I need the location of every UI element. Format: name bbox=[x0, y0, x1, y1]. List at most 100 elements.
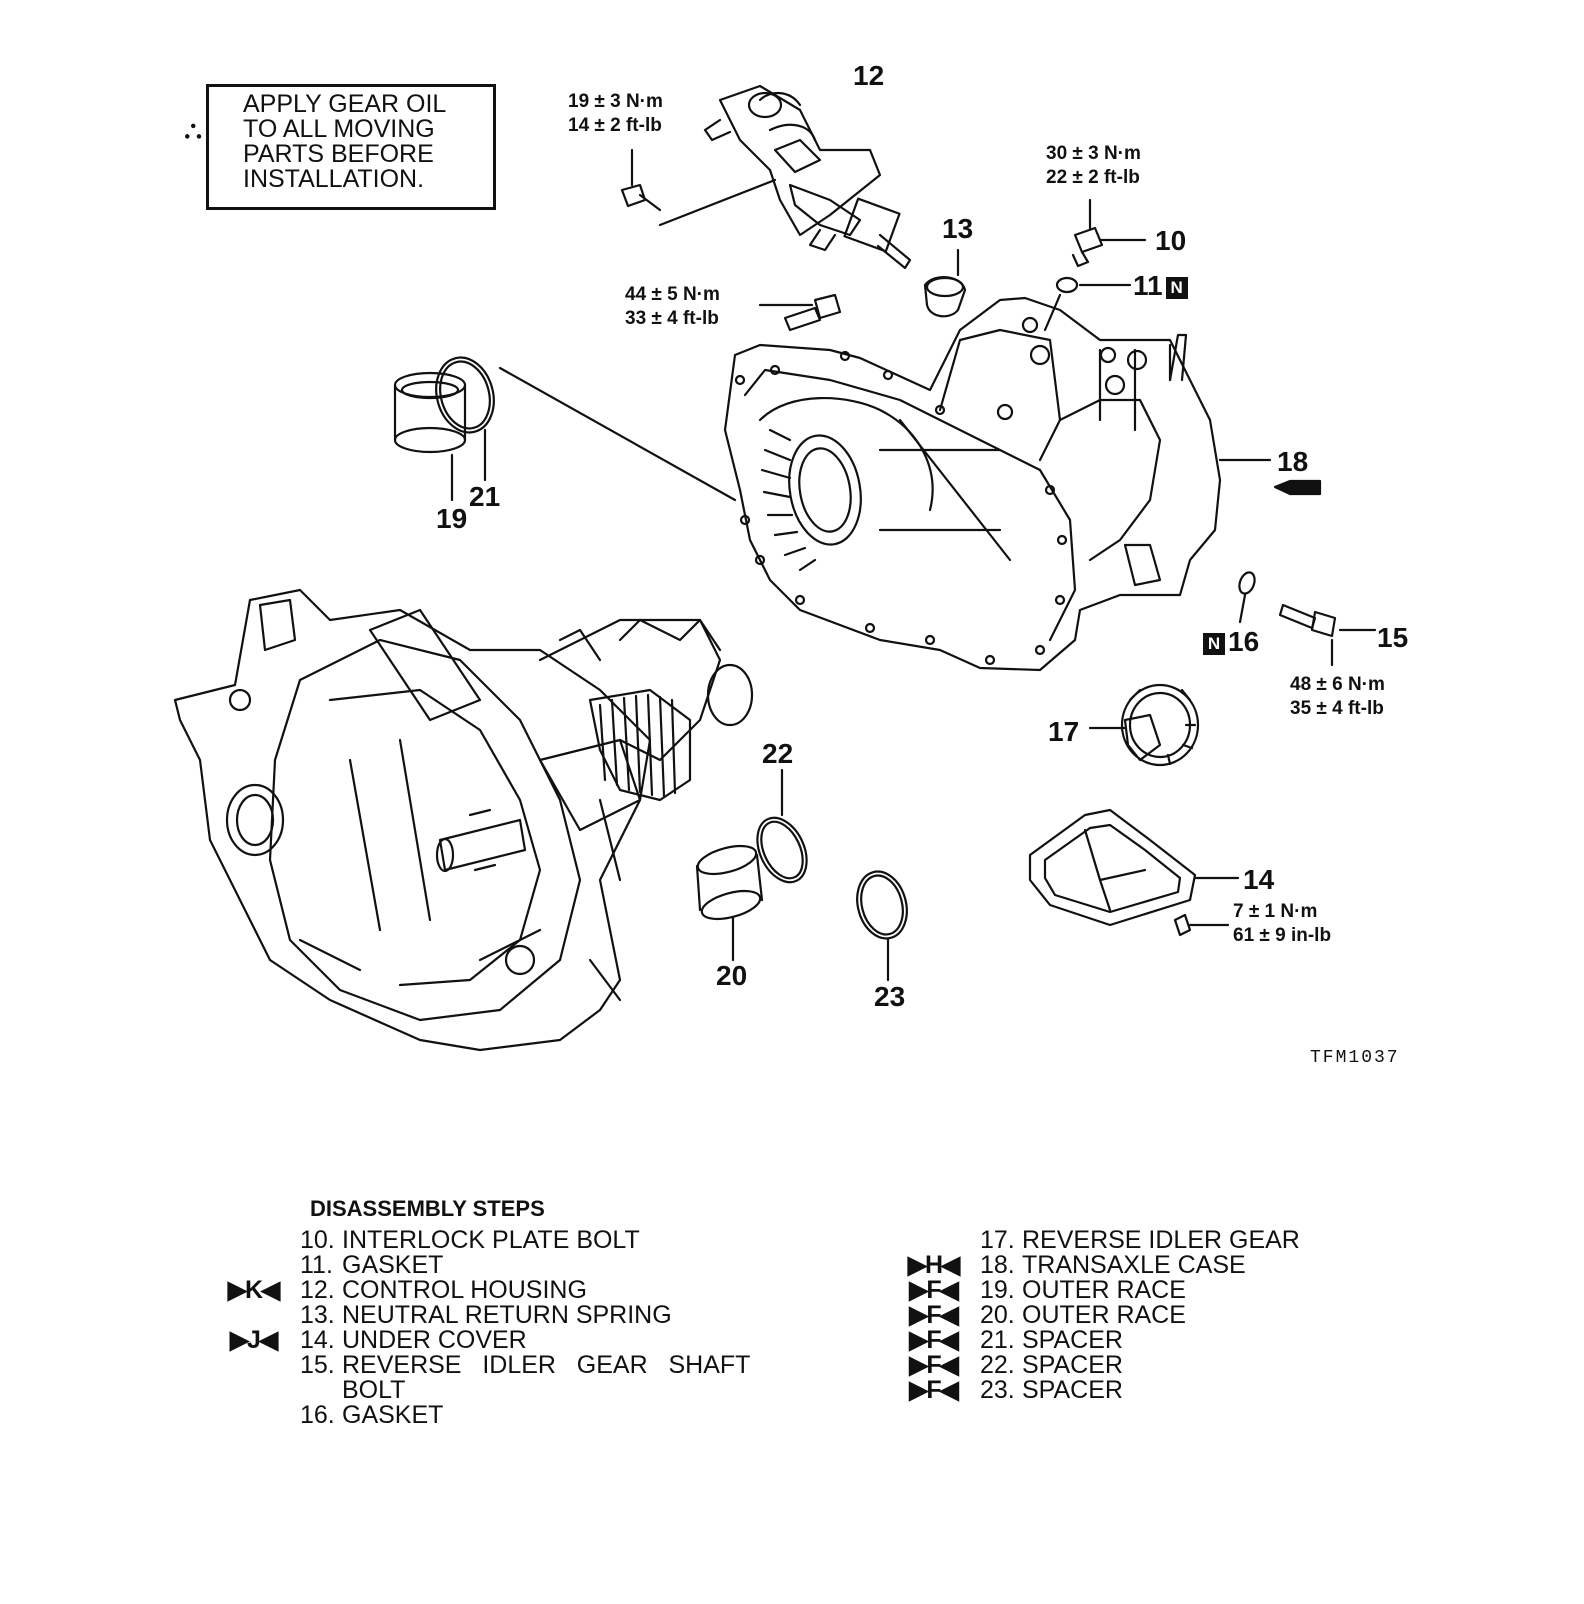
step-mark: ▶F◀ bbox=[909, 1351, 959, 1379]
gasket-16-part bbox=[1238, 571, 1256, 624]
step-text: CONTROL HOUSING bbox=[342, 1276, 587, 1304]
callout-19: 19 bbox=[436, 503, 468, 534]
torque-nm: 19 ± 3 N·m bbox=[568, 91, 663, 112]
gasket-11-part bbox=[1043, 276, 1132, 332]
torque-spec-interlock-plate-bolt: 30 ± 3 N·m 22 ± 2 ft-lb bbox=[1046, 142, 1141, 190]
torque-nm: 30 ± 3 N·m bbox=[1046, 143, 1141, 164]
torque-ftlb: 33 ± 4 ft-lb bbox=[625, 308, 719, 329]
new-part-badge: N bbox=[1203, 632, 1225, 655]
step-text: BOLT bbox=[342, 1376, 406, 1404]
step-item: 15.REVERSE IDLER GEAR SHAFT bbox=[300, 1353, 750, 1378]
torque-nm: 44 ± 5 N·m bbox=[625, 284, 720, 305]
spacer-22-part bbox=[756, 768, 808, 884]
step-mark: ▶F◀ bbox=[909, 1376, 959, 1404]
step-number: 13. bbox=[300, 1301, 335, 1329]
callout-23: 23 bbox=[874, 981, 906, 1012]
step-number: 20. bbox=[980, 1301, 1015, 1329]
outer-race-19-part bbox=[393, 371, 467, 502]
step-item: 13.NEUTRAL RETURN SPRING bbox=[300, 1303, 750, 1328]
step-number: 17. bbox=[980, 1226, 1015, 1254]
note-line: INSTALLATION. bbox=[243, 165, 425, 193]
torque-nm: 48 ± 6 N·m bbox=[1290, 674, 1385, 695]
callout-18: 18 bbox=[1277, 446, 1309, 477]
oil-can-icon: ⛬ bbox=[184, 114, 203, 144]
torque-spec-case-bolt: 44 ± 5 N·m 33 ± 4 ft-lb bbox=[625, 283, 720, 331]
step-text: SPACER bbox=[1022, 1376, 1123, 1404]
step-mark: ▶J◀ bbox=[229, 1326, 278, 1354]
callout-10: 10 bbox=[1155, 225, 1187, 256]
step-text: REVERSE IDLER GEAR bbox=[1022, 1226, 1300, 1254]
step-number: 14. bbox=[300, 1326, 335, 1354]
steps-list-left: 10.INTERLOCK PLATE BOLT 11. GASKET ▶K◀ 12.… bbox=[228, 1228, 751, 1428]
step-text: NEUTRAL RETURN SPRING bbox=[342, 1301, 672, 1329]
step-number: 21. bbox=[980, 1326, 1015, 1354]
steps-title: DISASSEMBLY STEPS bbox=[310, 1196, 545, 1221]
step-mark: ▶K◀ bbox=[227, 1276, 281, 1304]
callout-20: 20 bbox=[716, 960, 748, 991]
step-number: 10. bbox=[300, 1226, 335, 1254]
step-text: OUTER RACE bbox=[1022, 1276, 1186, 1304]
note-line: TO ALL MOVING bbox=[243, 115, 435, 143]
interlock-plate-bolt-part bbox=[1071, 198, 1147, 268]
callout-11-number: 11 bbox=[1133, 270, 1163, 301]
callout-16-number: 16 bbox=[1228, 626, 1260, 657]
control-housing-part bbox=[703, 84, 912, 270]
step-mark: ▶H◀ bbox=[907, 1251, 961, 1279]
callout-13: 13 bbox=[942, 213, 974, 244]
outer-race-20-part bbox=[695, 844, 764, 962]
step-number: 19. bbox=[980, 1276, 1015, 1304]
step-text: SPACER bbox=[1022, 1326, 1123, 1354]
reverse-idler-shaft-bolt-part bbox=[1278, 603, 1377, 667]
callout-12: 12 bbox=[853, 60, 885, 91]
under-cover-bolt-part bbox=[1173, 913, 1230, 937]
step-item: BOLT bbox=[300, 1378, 750, 1403]
new-part-badge: N bbox=[1165, 276, 1188, 299]
torque-spec-control-housing-bolt: 19 ± 3 N·m 14 ± 2 ft-lb bbox=[568, 90, 663, 138]
transmission-assembly-part bbox=[173, 588, 754, 1052]
callout-14: 14 bbox=[1243, 864, 1275, 895]
step-item: 17.REVERSE IDLER GEAR bbox=[980, 1228, 1300, 1253]
step-item: ▶F◀ 19.OUTER RACE bbox=[909, 1276, 1300, 1304]
step-item: ▶F◀ 21.SPACER bbox=[909, 1326, 1300, 1354]
callout-22: 22 bbox=[762, 738, 794, 769]
gear-oil-note-box bbox=[206, 84, 496, 210]
callout-21: 21 bbox=[469, 481, 501, 512]
step-item: ▶H◀18.TRANSAXLE CASE bbox=[908, 1251, 1300, 1279]
step-item: 11. GASKET bbox=[300, 1253, 750, 1278]
step-text: OUTER RACE bbox=[1022, 1301, 1186, 1329]
note-line: PARTS BEFORE bbox=[243, 140, 434, 168]
step-text: REVERSE IDLER GEAR SHAFT bbox=[342, 1351, 751, 1379]
step-item: 10.INTERLOCK PLATE BOLT bbox=[300, 1228, 750, 1253]
callout-15: 15 bbox=[1377, 622, 1409, 653]
dowel-pin-part bbox=[1273, 479, 1322, 496]
step-number: 16. bbox=[300, 1401, 335, 1429]
transaxle-case-part bbox=[723, 296, 1272, 672]
step-item: ▶F◀22.SPACER bbox=[909, 1351, 1300, 1379]
step-number: 15. bbox=[300, 1351, 335, 1379]
step-number: 12. bbox=[300, 1276, 335, 1304]
step-mark: ▶F◀ bbox=[909, 1326, 959, 1354]
torque-nm: 7 ± 1 N·m bbox=[1233, 901, 1318, 922]
bolt-44nm bbox=[758, 293, 842, 332]
torque-spec-under-cover-bolt: 7 ± 1 N·m 61 ± 9 in-lb bbox=[1233, 900, 1331, 948]
step-mark: ▶F◀ bbox=[909, 1276, 959, 1304]
step-text: TRANSAXLE CASE bbox=[1022, 1251, 1246, 1279]
step-item: ▶J◀14.UNDER COVER bbox=[230, 1326, 750, 1354]
under-cover-part bbox=[1028, 808, 1240, 927]
neutral-return-spring-part bbox=[923, 248, 967, 318]
step-item: ▶F◀ 20.OUTER RACE bbox=[909, 1301, 1300, 1329]
steps-list-right: 17.REVERSE IDLER GEAR ▶H◀18.TRANSAXLE CA… bbox=[908, 1228, 1300, 1404]
step-number: 11. bbox=[300, 1251, 333, 1279]
reverse-idler-gear-part bbox=[1088, 683, 1200, 767]
step-item: 16.GASKET bbox=[300, 1403, 750, 1428]
control-housing-bolt bbox=[620, 148, 777, 227]
step-number: 23. bbox=[980, 1376, 1015, 1404]
step-text: GASKET bbox=[342, 1251, 444, 1279]
torque-spec-idler-shaft-bolt: 48 ± 6 N·m 35 ± 4 ft-lb bbox=[1290, 673, 1385, 721]
torque-ftlb: 35 ± 4 ft-lb bbox=[1290, 698, 1384, 719]
step-number: 22. bbox=[980, 1351, 1015, 1379]
step-mark: ▶F◀ bbox=[909, 1301, 959, 1329]
